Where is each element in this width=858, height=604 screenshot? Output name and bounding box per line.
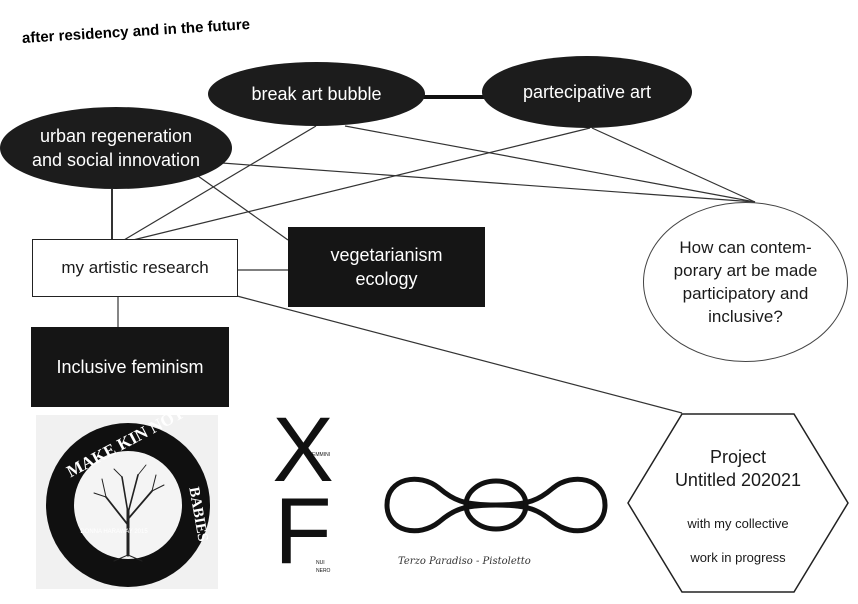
make-kin-emblem: MAKE KIN NOT BABIES DONNA HARAWAY 2015: [46, 403, 211, 587]
project-title: Project Untitled 202021: [640, 446, 836, 492]
node-my-artistic-research: my artistic research: [32, 239, 238, 297]
connector: [221, 162, 756, 203]
node-label-line: ecology: [355, 269, 418, 289]
project-title-line: Untitled 202021: [674, 470, 802, 490]
question-line: How can contem-: [679, 238, 812, 257]
infinity-icon: [384, 476, 608, 534]
node-break-art-bubble: break art bubble: [208, 62, 425, 126]
project-hexagon: [627, 413, 849, 593]
credit-text: DONNA HARAWAY 2015: [80, 529, 148, 535]
question-line: inclusive?: [708, 307, 783, 326]
connector: [591, 127, 756, 203]
node-label: Inclusive feminism: [56, 357, 204, 377]
tree-icon: [93, 464, 165, 562]
node-question: How can contem- porary art be made parti…: [643, 202, 848, 362]
xf-small-top: FEMMINI: [309, 452, 331, 458]
terzo-paradiso-signature: Terzo Paradiso - Pistoletto: [398, 556, 531, 567]
node-urban-regeneration: urban regeneration and social innovation: [0, 107, 232, 189]
project-subtitle-2: work in progress: [690, 550, 786, 565]
node-vegetarianism-ecology: vegetarianism ecology: [288, 227, 485, 307]
node-label: partecipative art: [522, 82, 652, 102]
xf-letter-x: X: [272, 399, 334, 501]
make-kin-logo: MAKE KIN NOT BABIES DONNA HARAWAY 2015: [36, 403, 218, 589]
node-inclusive-feminism: Inclusive feminism: [31, 327, 229, 407]
question-line: participatory and: [682, 284, 809, 303]
connector: [132, 127, 591, 241]
node-label-line: vegetarianism: [330, 245, 443, 265]
project-title-line: Project: [709, 447, 767, 467]
xf-letter-f: F: [274, 478, 332, 583]
connector: [123, 125, 317, 241]
project-subtitle-1: with my collective: [687, 516, 789, 531]
connector: [344, 125, 756, 203]
question-line: porary art be made: [673, 261, 818, 280]
node-partecipative-art: partecipative art: [482, 56, 692, 128]
connector: [197, 175, 289, 241]
node-label-line: urban regeneration: [39, 126, 193, 146]
xf-small-bottom-2: NERO: [316, 568, 331, 574]
xf-small-bottom-1: NUI: [316, 560, 325, 566]
connector: [236, 295, 683, 414]
xf-logo: X FEMMINI F NUI NERO: [262, 404, 344, 583]
node-label-line: and social innovation: [31, 150, 201, 170]
node-label: my artistic research: [61, 258, 209, 277]
node-label: break art bubble: [251, 84, 382, 104]
